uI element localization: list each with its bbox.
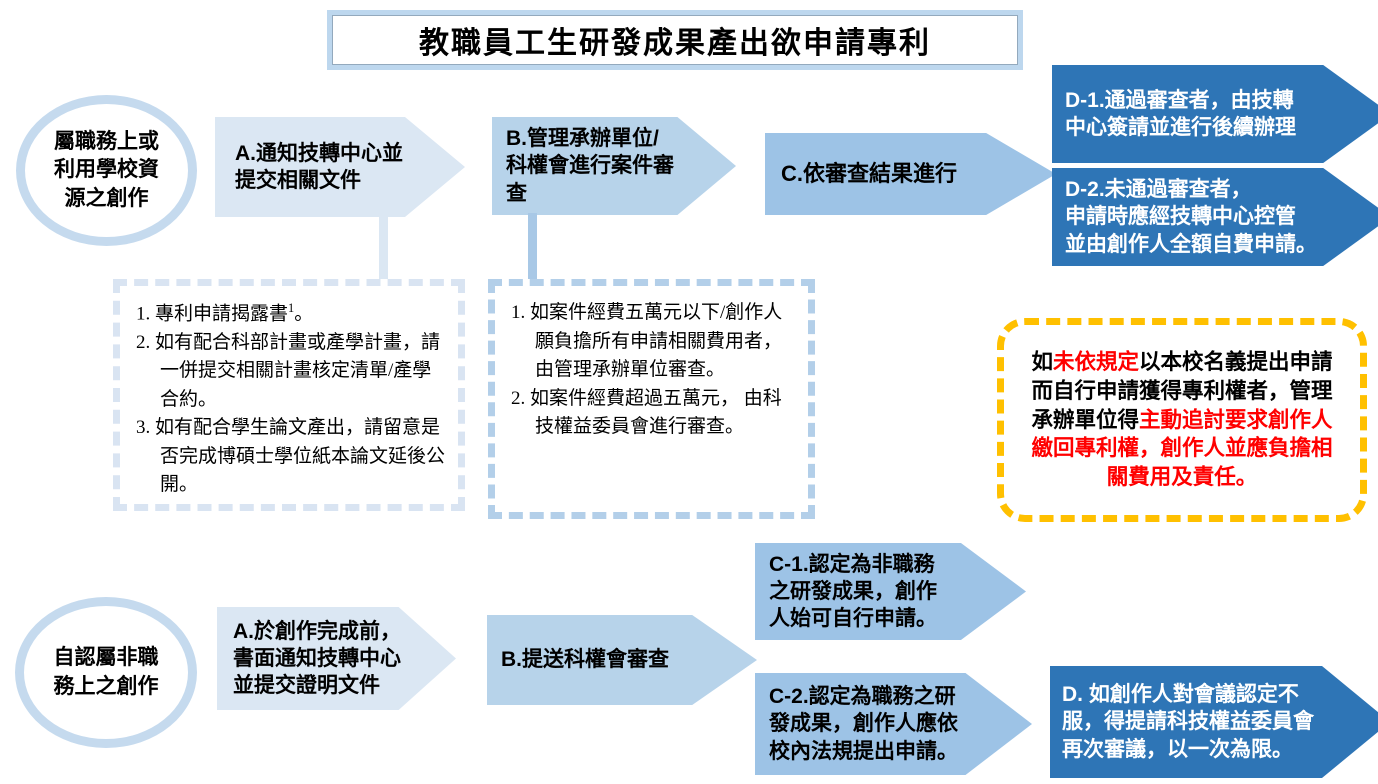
list-item-number: 1. xyxy=(136,303,155,325)
note-list-item: 2. 如有配合科部計畫或產學計畫，請一併提交相關計畫核定清單/產學合約。 xyxy=(136,329,450,415)
note-list-item: 3. 如有配合學生論文產出，請留意是否完成博碩士學位紙本論文延後公開。 xyxy=(136,414,450,500)
list-item-number: 2. xyxy=(136,331,155,353)
page-title: 教職員工生研發成果產出欲申請專利 xyxy=(419,27,931,60)
text-segment: 未依規定 xyxy=(1052,350,1139,374)
list-item-number: 3. xyxy=(136,417,155,439)
connector-b-to-note xyxy=(528,213,537,279)
step-arrow-c-top: C.依審查結果進行 xyxy=(765,133,1056,215)
title-box: 教職員工生研發成果產出欲申請專利 xyxy=(327,10,1023,70)
step-arrow-b-bottom-label: B.提送科權會審查 xyxy=(501,648,669,672)
note-list-item: 1. 專利申請揭露書1。 xyxy=(136,299,450,329)
step-arrow-a-bottom-label: A.於創作完成前， 書面通知技轉中心 並提交證明文件 xyxy=(233,619,401,698)
step-arrow-d1: D-1.通過審查者，由技轉 中心簽請並進行後續辦理 xyxy=(1052,65,1378,163)
text-segment: 如 xyxy=(1031,350,1053,374)
step-arrow-a-bottom: A.於創作完成前， 書面通知技轉中心 並提交證明文件 xyxy=(217,607,456,710)
step-arrow-d2: D-2.未通過審查者， 申請時應經技轉中心控管 並由創作人全額自費申請。 xyxy=(1052,168,1378,266)
step-arrow-d-bottom: D. 如創作人對會議認定不 服，得提請科技權益委員會 再次審議，以一次為限。 xyxy=(1050,666,1378,778)
text-segment: 主動追討要求創作人繳回專利權，創作人並應負擔相關費用及責任。 xyxy=(1031,407,1333,490)
warning-box: 如未依規定以本校名義提出申請而自行申請獲得專利權者，管理承辦單位得主動追討要求創… xyxy=(997,318,1367,522)
note-list-item: 1. 如案件經費五萬元以下/創作人願負擔所有申請相關費用者，由管理承辦單位審查。 xyxy=(511,299,800,385)
step-arrow-c1: C-1.認定為非職務 之研發成果，創作 人始可自行申請。 xyxy=(755,543,1026,640)
condition-circle-top-label: 屬職務上或 利用學校資 源之創作 xyxy=(54,129,159,210)
text-segment: 如有配合科部計畫或產學計畫，請一併提交相關計畫核定清單/產學合約。 xyxy=(155,331,441,410)
text-segment: 如案件經費超過五萬元， 由科技權益委員會進行審查。 xyxy=(530,387,782,438)
step-arrow-c-top-label: C.依審查結果進行 xyxy=(781,160,958,186)
note-box-review-rules: 1. 如案件經費五萬元以下/創作人願負擔所有申請相關費用者，由管理承辦單位審查。… xyxy=(488,279,815,519)
step-arrow-c1-label: C-1.認定為非職務 之研發成果，創作 人始可自行申請。 xyxy=(769,552,937,631)
step-arrow-d2-label: D-2.未通過審查者， 申請時應經技轉中心控管 並由創作人全額自費申請。 xyxy=(1065,178,1317,256)
text-segment: 。 xyxy=(294,303,314,325)
connector-a-to-note xyxy=(379,215,388,279)
step-arrow-b-top: B.管理承辦單位/ 科權會進行案件審 查 xyxy=(492,117,736,215)
list-item-number: 1. xyxy=(511,302,530,323)
note-box-documents: 1. 專利申請揭露書1。2. 如有配合科部計畫或產學計畫，請一併提交相關計畫核定… xyxy=(113,279,465,511)
text-segment: 如案件經費五萬元以下/創作人願負擔所有申請相關費用者，由管理承辦單位審查。 xyxy=(530,302,783,380)
step-arrow-b-top-label: B.管理承辦單位/ 科權會進行案件審 查 xyxy=(506,127,674,205)
note-list-item: 2. 如案件經費超過五萬元， 由科技權益委員會進行審查。 xyxy=(511,385,800,442)
text-segment: 專利申請揭露書 xyxy=(155,303,289,325)
condition-circle-work-related: 屬職務上或 利用學校資 源之創作 xyxy=(16,95,197,246)
step-arrow-a-top-label: A.通知技轉中心並 提交相關文件 xyxy=(235,141,403,192)
step-arrow-a-top: A.通知技轉中心並 提交相關文件 xyxy=(215,117,465,217)
text-segment: 以本校名義提出申請而自行申請獲得專利權者，管理承辦單位得 xyxy=(1031,350,1333,432)
note-box-review-rules-list: 1. 如案件經費五萬元以下/創作人願負擔所有申請相關費用者，由管理承辦單位審查。… xyxy=(495,286,808,442)
condition-circle-bottom-label: 自認屬非職 務上之創作 xyxy=(53,646,159,698)
text-segment: 1 xyxy=(288,301,295,315)
step-arrow-c2: C-2.認定為職務之研 發成果，創作人應依 校內法規提出申請。 xyxy=(755,673,1032,775)
step-arrow-c2-label: C-2.認定為職務之研 發成果，創作人應依 校內法規提出申請。 xyxy=(769,685,958,763)
step-arrow-d-bottom-label: D. 如創作人對會議認定不 服，得提請科技權益委員會 再次審議，以一次為限。 xyxy=(1062,683,1314,761)
note-box-documents-list: 1. 專利申請揭露書1。2. 如有配合科部計畫或產學計畫，請一併提交相關計畫核定… xyxy=(120,286,458,500)
warning-text: 如未依規定以本校名義提出申請而自行申請獲得專利權者，管理承辦單位得主動追討要求創… xyxy=(1024,348,1340,492)
condition-circle-non-work: 自認屬非職 務上之創作 xyxy=(15,597,197,748)
step-arrow-d1-label: D-1.通過審查者，由技轉 中心簽請並進行後續辦理 xyxy=(1065,88,1296,139)
text-segment: 如有配合學生論文產出，請留意是否完成博碩士學位紙本論文延後公開。 xyxy=(155,417,446,496)
step-arrow-b-bottom: B.提送科權會審查 xyxy=(487,615,757,705)
list-item-number: 2. xyxy=(511,387,530,409)
